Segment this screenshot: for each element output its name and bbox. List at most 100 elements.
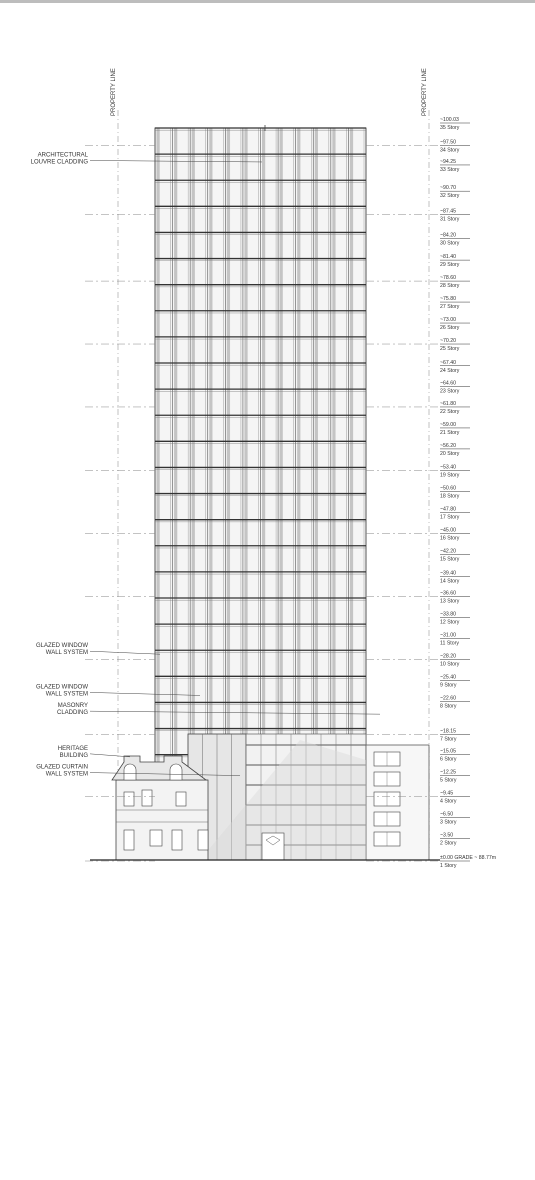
level-elevation: ~42.20 <box>440 549 456 555</box>
level-elevation: ~64.60 <box>440 381 456 387</box>
level-story: 8 Story <box>440 703 457 709</box>
level-story: 25 Story <box>440 346 460 352</box>
level-story: 11 Story <box>440 640 459 646</box>
callout-text: WALL SYSTEM <box>46 691 88 697</box>
level-marker: ~61.80 22 Story <box>85 401 470 415</box>
level-elevation: ~61.80 <box>440 401 456 407</box>
level-story: 12 Story <box>440 619 460 625</box>
level-story: 14 Story <box>440 578 460 584</box>
level-story: 29 Story <box>440 262 460 268</box>
level-story: 4 Story <box>440 799 457 805</box>
level-story: 28 Story <box>440 283 460 289</box>
level-story: 19 Story <box>440 473 460 479</box>
level-story: 21 Story <box>440 430 460 436</box>
level-story: 27 Story <box>440 304 460 310</box>
callout-text: WALL SYSTEM <box>46 650 88 656</box>
property-line-label-left: PROPERTY LINE <box>111 68 117 116</box>
level-story: 30 Story <box>440 240 460 246</box>
callout-text: CLADDING <box>57 710 88 716</box>
level-elevation: ~28.20 <box>440 653 456 659</box>
level-story: 35 Story <box>440 125 460 131</box>
level-elevation: ~56.20 <box>440 443 456 449</box>
level-marker: ~59.00 21 Story <box>440 422 470 436</box>
level-marker: ~45.00 16 Story <box>85 528 470 542</box>
level-elevation: ~90.70 <box>440 185 456 191</box>
level-story: 34 Story <box>440 147 460 153</box>
level-marker: ~9.454 Story <box>85 791 470 805</box>
level-marker: ~47.80 17 Story <box>440 507 470 521</box>
level-elevation: ~67.40 <box>440 360 456 366</box>
callout-text: LOUVRE CLADDING <box>31 159 89 165</box>
level-story: 5 Story <box>440 778 457 784</box>
tower <box>154 125 367 836</box>
level-marker: ~75.80 27 Story <box>440 296 470 310</box>
level-elevation: ~18.15 <box>440 728 456 734</box>
level-story: 26 Story <box>440 325 460 331</box>
level-marker: ~6.503 Story <box>440 812 470 826</box>
level-marker: ~56.20 20 Story <box>440 443 470 457</box>
level-elevation: ~47.80 <box>440 507 456 513</box>
level-marker: ~33.80 12 Story <box>440 611 470 625</box>
level-story: 15 Story <box>440 557 460 563</box>
level-elevation: ~70.20 <box>440 338 456 344</box>
level-elevation: ~84.20 <box>440 232 456 238</box>
level-story: 1 Story <box>440 863 457 869</box>
level-elevation: ~73.00 <box>440 317 456 323</box>
level-story: 17 Story <box>440 515 460 521</box>
level-story: 16 Story <box>440 536 460 542</box>
level-elevation: ~59.00 <box>440 422 456 428</box>
level-marker: ~73.00 26 Story <box>440 317 470 331</box>
level-elevation: ~3.50 <box>440 833 453 839</box>
entrance-door <box>261 832 285 861</box>
level-story: 22 Story <box>440 409 460 415</box>
callout-text: WALL SYSTEM <box>46 772 88 778</box>
level-elevation: ~12.25 <box>440 770 456 776</box>
level-elevation: ~39.40 <box>440 570 456 576</box>
callout-text: GLAZED WINDOW <box>36 643 88 649</box>
level-elevation: ~50.60 <box>440 486 456 492</box>
level-story: 20 Story <box>440 451 460 457</box>
level-marker: ~39.40 14 Story <box>440 570 470 584</box>
level-story: 9 Story <box>440 682 457 688</box>
level-story: 3 Story <box>440 820 457 826</box>
level-story: 6 Story <box>440 757 457 763</box>
level-elevation: ~75.80 <box>440 296 456 302</box>
top-border <box>0 0 535 3</box>
level-elevation: ~53.40 <box>440 465 456 471</box>
callout-text: GLAZED CURTAIN <box>36 765 88 771</box>
podium-grid <box>202 734 401 860</box>
level-elevation: ~22.60 <box>440 695 456 701</box>
level-elevation: ~87.45 <box>440 208 456 214</box>
callout-text: MASONRY <box>58 703 88 709</box>
level-marker: ~70.20 25 Story <box>85 338 470 352</box>
level-elevation: ±0.00 GRADE ~ 88.77m <box>440 855 496 861</box>
level-story: 7 Story <box>440 736 457 742</box>
level-elevation: ~25.40 <box>440 674 456 680</box>
level-marker: ±0.00 GRADE ~ 88.77m 1 Story <box>85 855 496 869</box>
level-marker: ~87.45 31 Story <box>85 208 470 222</box>
level-marker: ~12.25 5 Story <box>440 770 470 784</box>
level-elevation: ~45.00 <box>440 528 456 534</box>
level-story: 31 Story <box>440 216 460 222</box>
level-story: 13 Story <box>440 599 460 605</box>
tower-glazing-mullions <box>154 128 367 833</box>
level-elevation: ~94.25 <box>440 159 456 165</box>
level-marker: ~25.40 9 Story <box>440 674 470 688</box>
level-elevation: ~33.80 <box>440 611 456 617</box>
